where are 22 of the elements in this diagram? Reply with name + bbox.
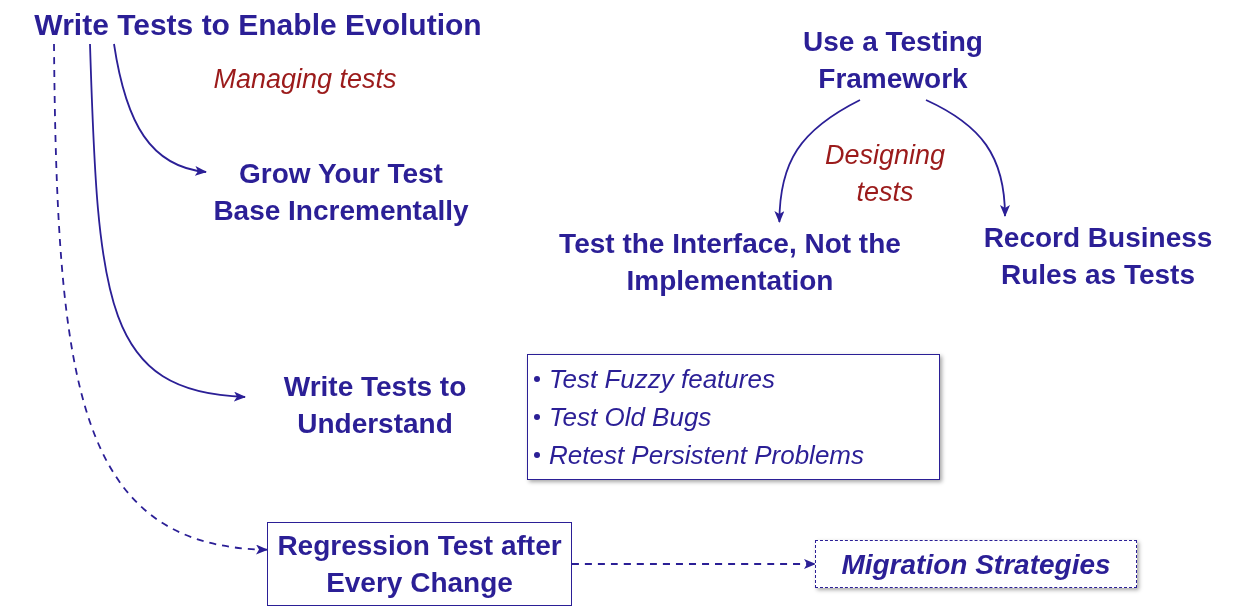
- node-text: Write Tests to Understand: [282, 370, 468, 441]
- arrow: [925, 99, 1010, 217]
- arrow: [774, 99, 861, 223]
- arrow: [571, 559, 816, 569]
- process-box: [267, 522, 572, 606]
- arrow: [53, 43, 268, 554]
- heading-text: Write Tests to Enable Evolution: [34, 6, 482, 43]
- arrow: [89, 43, 246, 401]
- node-text: Test the Interface, Not the Implementation: [558, 227, 902, 298]
- process-box: [815, 540, 1137, 588]
- node-text: Grow Your Test Base Incrementally: [212, 157, 470, 228]
- bullet-list-box: [527, 354, 940, 480]
- list-item: Test Old Bugs: [549, 401, 712, 434]
- list-item: Retest Persistent Problems: [549, 439, 864, 472]
- node-text: Record Business Rules as Tests: [982, 221, 1214, 292]
- box-text: Regression Test after Every Change: [276, 529, 563, 600]
- arrow: [113, 43, 207, 176]
- box-text: Migration Strategies: [841, 547, 1111, 582]
- node-text: Use a Testing Framework: [802, 25, 984, 96]
- section-label: Managing tests: [212, 63, 398, 96]
- section-label: Designing tests: [823, 139, 947, 209]
- list-item: Test Fuzzy features: [549, 363, 775, 396]
